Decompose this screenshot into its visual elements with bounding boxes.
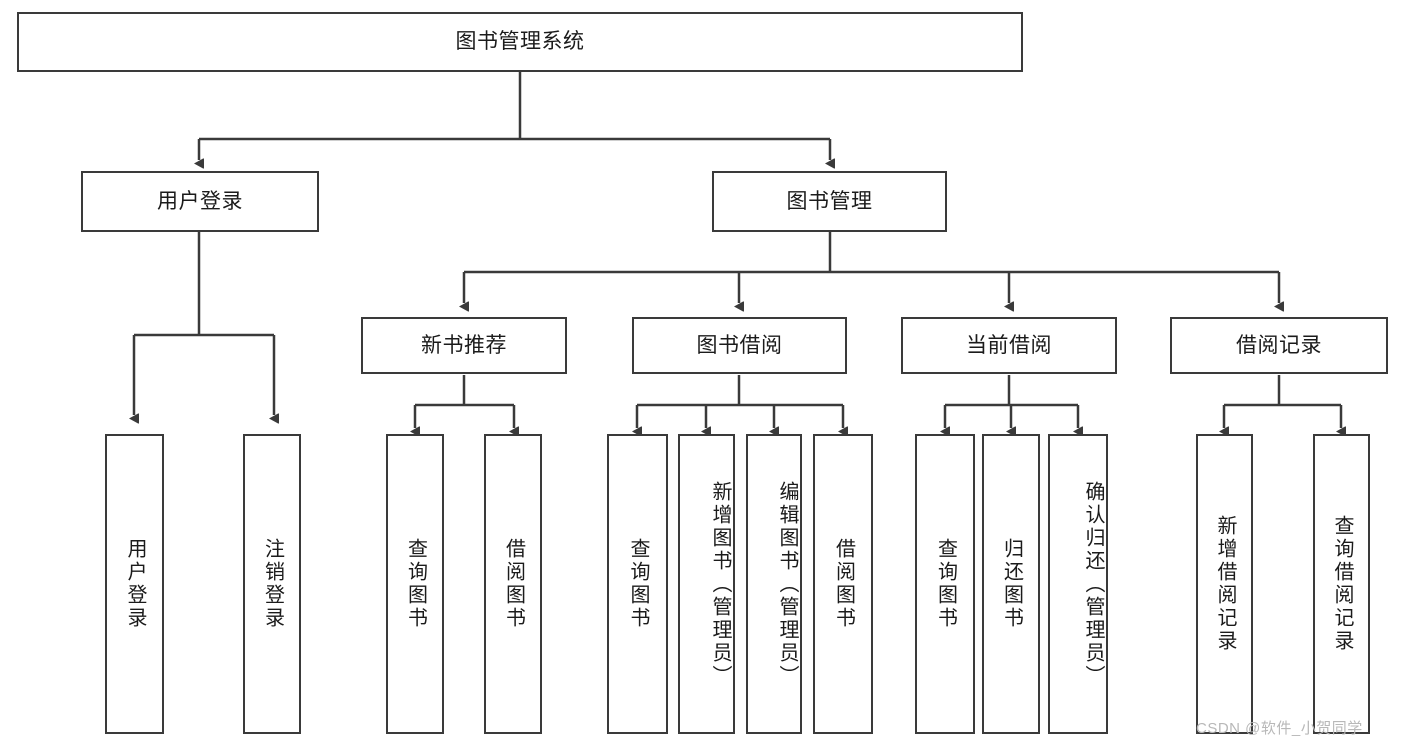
- node-root-system[interactable]: 图书管理系统: [17, 12, 1023, 72]
- leaf-label: 归还图书: [1000, 538, 1023, 630]
- leaf-query-book-new[interactable]: 查询图书: [386, 434, 444, 734]
- leaf-query-borrow-record[interactable]: 查询借阅记录: [1313, 434, 1370, 734]
- leaf-label: 新增借阅记录: [1214, 515, 1236, 653]
- leaf-return-book[interactable]: 归还图书: [982, 434, 1040, 734]
- leaf-edit-book-admin[interactable]: 编辑图书（管理员）: [746, 434, 802, 734]
- leaf-borrow-book-new[interactable]: 借阅图书: [484, 434, 542, 734]
- leaf-label: 查询图书: [627, 538, 649, 630]
- node-label: 图书管理: [786, 189, 873, 213]
- leaf-borrow-book[interactable]: 借阅图书: [813, 434, 873, 734]
- node-new-book-recommend[interactable]: 新书推荐: [361, 317, 567, 374]
- node-label: 新书推荐: [421, 333, 507, 357]
- node-label: 图书管理系统: [455, 30, 585, 54]
- leaf-query-book-current[interactable]: 查询图书: [915, 434, 975, 734]
- leaf-label: 编辑图书（管理员）: [776, 480, 798, 688]
- leaf-query-book-borrow[interactable]: 查询图书: [607, 434, 668, 734]
- leaf-label: 查询图书: [934, 538, 957, 630]
- node-label: 当前借阅: [966, 333, 1052, 357]
- leaf-add-book-admin[interactable]: 新增图书（管理员）: [678, 434, 735, 734]
- leaf-logout[interactable]: 注销登录: [243, 434, 301, 734]
- leaf-label: 查询图书: [404, 538, 427, 630]
- leaf-label: 借阅图书: [832, 538, 855, 630]
- leaf-label: 借阅图书: [502, 538, 525, 630]
- leaf-label: 用户登录: [124, 538, 146, 630]
- watermark-text: CSDN @软件_小贺同学: [1196, 720, 1363, 737]
- node-label: 借阅记录: [1236, 333, 1322, 357]
- node-current-borrow[interactable]: 当前借阅: [901, 317, 1117, 374]
- node-label: 图书借阅: [696, 333, 783, 357]
- leaf-add-borrow-record[interactable]: 新增借阅记录: [1196, 434, 1253, 734]
- node-user-login[interactable]: 用户登录: [81, 171, 319, 232]
- leaf-label: 新增图书（管理员）: [709, 480, 731, 688]
- node-book-borrow[interactable]: 图书借阅: [632, 317, 847, 374]
- leaf-label: 确认归还（管理员）: [1082, 480, 1104, 688]
- leaf-label: 查询借阅记录: [1331, 515, 1353, 653]
- node-book-management[interactable]: 图书管理: [712, 171, 947, 232]
- leaf-label: 注销登录: [261, 538, 284, 630]
- node-borrow-record[interactable]: 借阅记录: [1170, 317, 1388, 374]
- leaf-confirm-return-admin[interactable]: 确认归还（管理员）: [1048, 434, 1108, 734]
- watermark: CSDN @软件_小贺同学: [1196, 717, 1363, 738]
- leaf-user-login[interactable]: 用户登录: [105, 434, 164, 734]
- node-label: 用户登录: [157, 189, 243, 213]
